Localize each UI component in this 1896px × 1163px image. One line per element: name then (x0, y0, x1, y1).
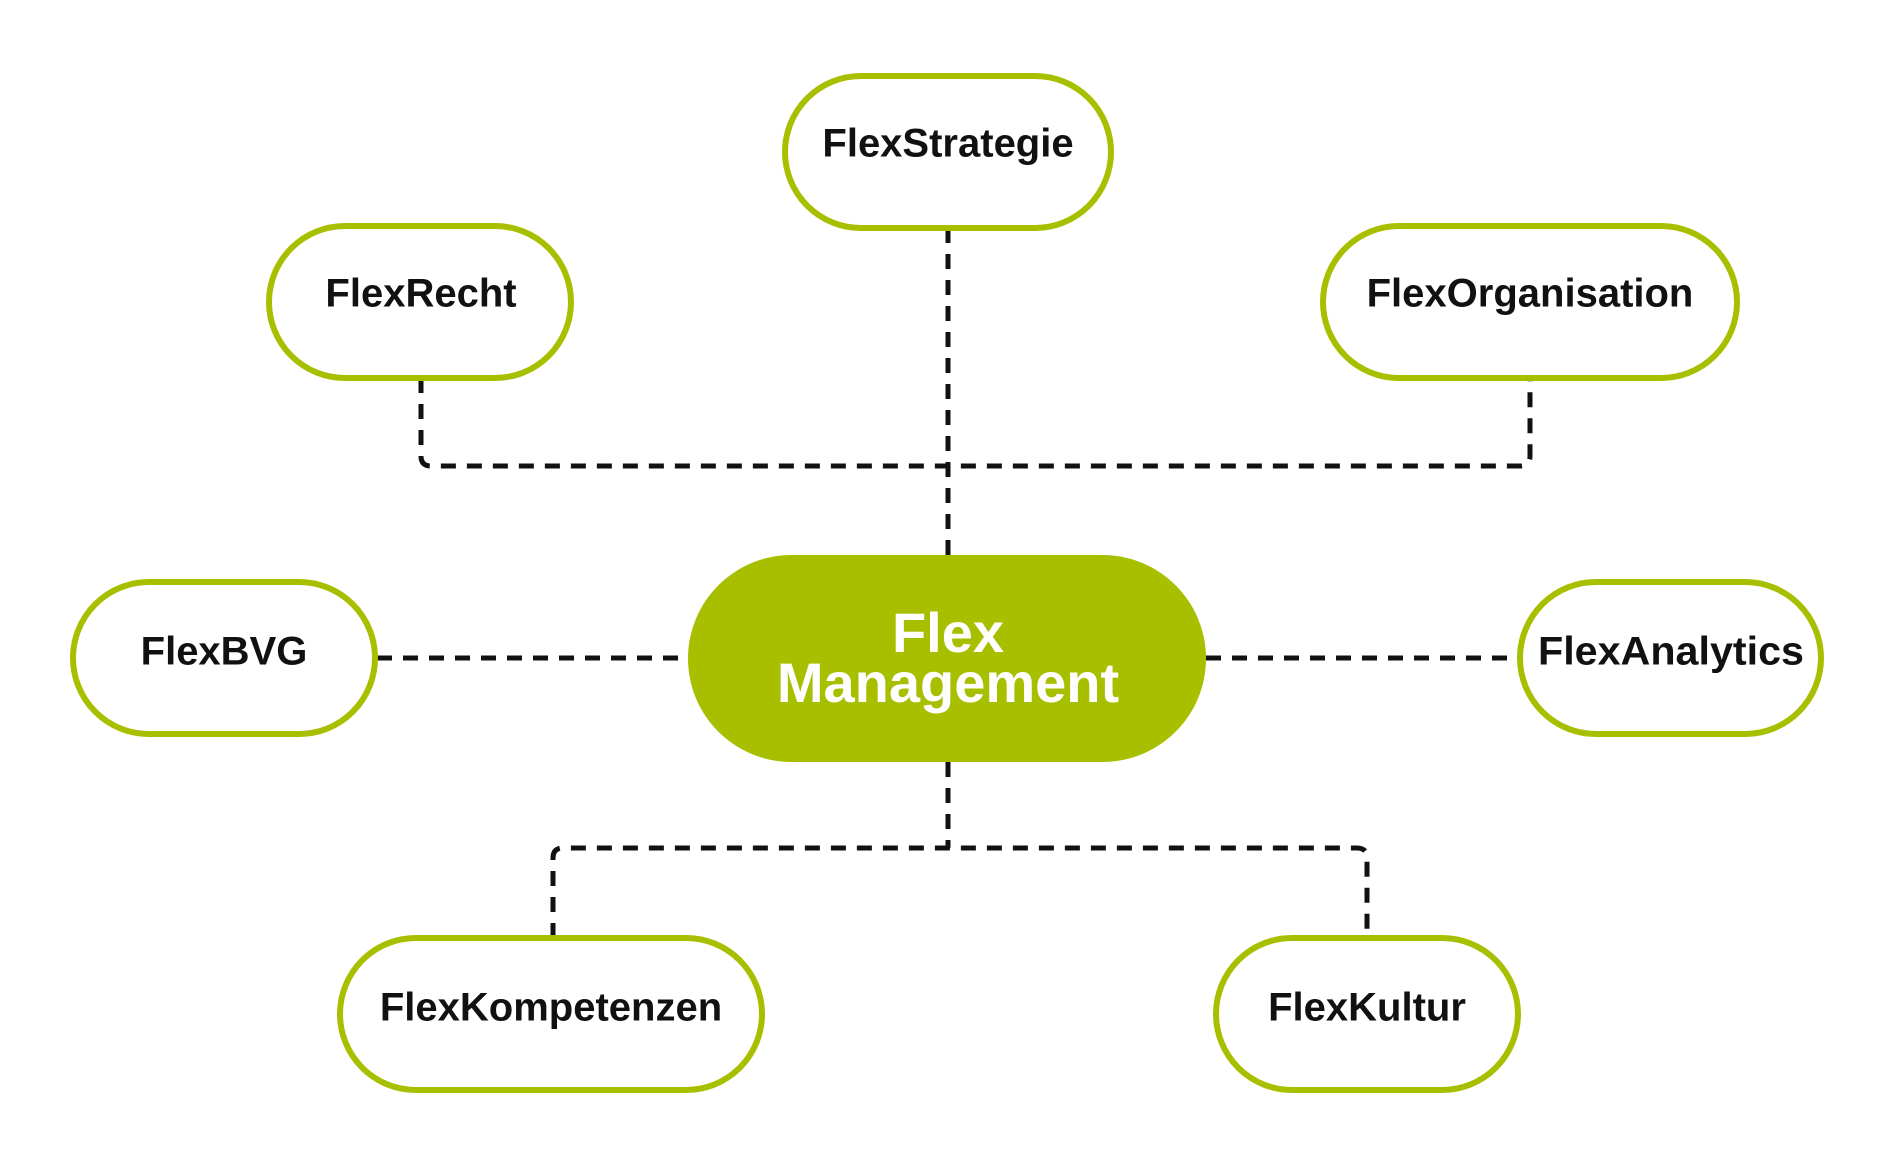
connector-top-branch (418, 378, 1533, 469)
node-bvg-label: FlexBVG (141, 630, 308, 674)
center-node[interactable]: Flex Management (688, 555, 1206, 762)
node-strategie[interactable]: FlexStrategie (782, 73, 1114, 231)
center-node-shape (688, 555, 1206, 762)
node-kompetenzen-shape (337, 935, 765, 1093)
node-analytics-label: FlexAnalytics (1538, 630, 1804, 674)
node-organisation-label: FlexOrganisation (1367, 272, 1694, 316)
connectors (377, 228, 1533, 938)
node-recht-label: FlexRecht (325, 272, 516, 316)
node-analytics[interactable]: FlexAnalytics (1517, 579, 1824, 737)
node-strategie-label: FlexStrategie (822, 122, 1073, 166)
node-bvg[interactable]: FlexBVG (70, 579, 378, 737)
connector-bottom-branch (550, 845, 1370, 938)
node-kompetenzen-label: FlexKompetenzen (380, 986, 722, 1030)
node-organisation-shape (1320, 223, 1740, 381)
node-recht-shape (266, 223, 574, 381)
node-kultur[interactable]: FlexKultur (1213, 935, 1521, 1093)
center-node-label-line2: Management (777, 651, 1119, 714)
node-recht[interactable]: FlexRecht (266, 223, 574, 381)
node-bvg-shape (70, 579, 378, 737)
node-kompetenzen[interactable]: FlexKompetenzen (337, 935, 765, 1093)
node-organisation[interactable]: FlexOrganisation (1320, 223, 1740, 381)
node-kultur-label: FlexKultur (1268, 986, 1466, 1030)
node-kultur-shape (1213, 935, 1521, 1093)
center-node-label-line1: Flex (892, 601, 1004, 664)
node-strategie-shape (782, 73, 1114, 231)
node-analytics-shape (1517, 579, 1824, 737)
